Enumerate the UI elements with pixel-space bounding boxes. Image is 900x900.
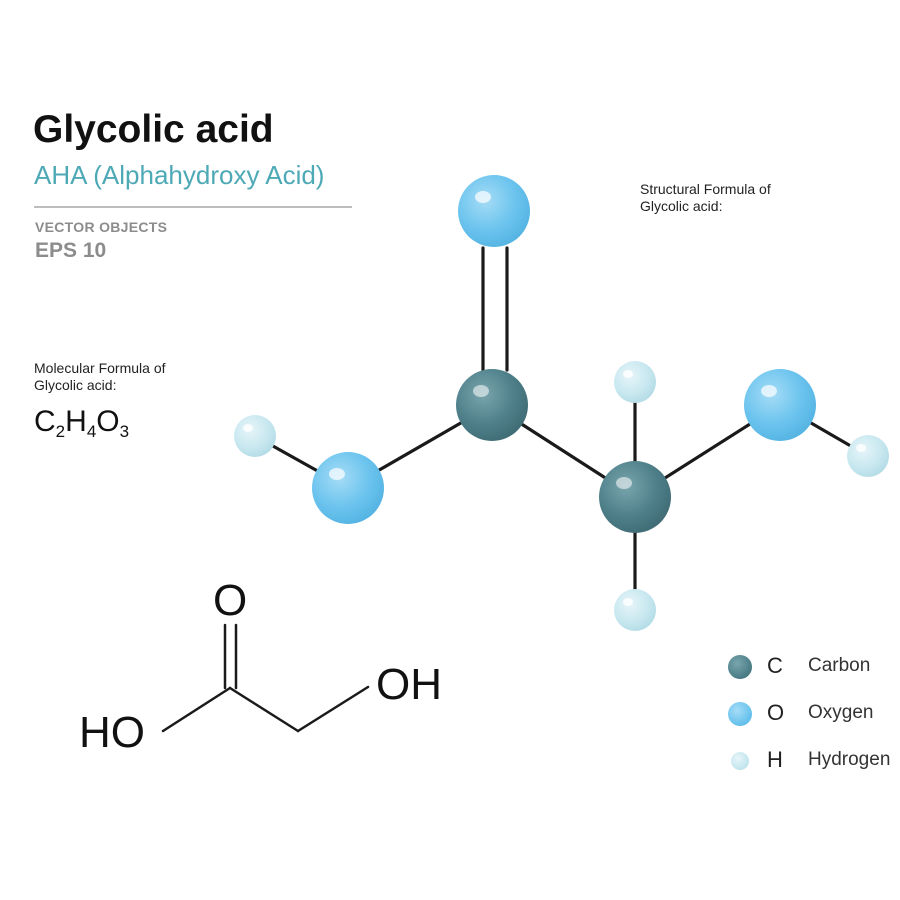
structural-caption-line2: Glycolic acid: (640, 198, 723, 214)
molecular-caption-line2: Glycolic acid: (34, 377, 117, 393)
structural-caption-line1: Structural Formula of (640, 181, 771, 197)
skeletal-oxygen-label: O (213, 576, 248, 625)
atom-hydrogen-bottom (614, 589, 656, 631)
structural-formula-caption: Structural Formula of Glycolic acid: (640, 181, 771, 215)
legend-name-oxygen: Oxygen (808, 702, 874, 723)
molecular-formula: C2H4O3 (34, 405, 129, 442)
formula-element-o: O (96, 405, 120, 438)
oxygen-legend-dot (728, 702, 752, 726)
skeletal-ho-label: HO (79, 708, 145, 757)
hydrogen-legend-dot (731, 752, 749, 770)
atom-carbon-2 (599, 461, 671, 533)
legend-item-oxygen: O Oxygen (727, 699, 897, 729)
atom-hydrogen-top (614, 361, 656, 403)
formula-element-c: C (34, 405, 56, 438)
header-divider (34, 206, 352, 208)
diagram-title: Glycolic acid (33, 108, 274, 151)
diagram-subtitle: AHA (Alphahydroxy Acid) (34, 160, 325, 190)
skeletal-bond-c-ho (161, 686, 232, 733)
atom-oxygen-right (744, 369, 816, 441)
carbon-legend-dot (728, 655, 752, 679)
legend-item-carbon: C Carbon (727, 652, 897, 682)
legend-symbol-carbon: C (767, 653, 783, 678)
atom-oxygen-top (458, 175, 530, 247)
atom-hydrogen-right (847, 435, 889, 477)
formula-count-c: 2 (55, 422, 66, 441)
atom-hydrogen-left (234, 415, 276, 457)
formula-count-o: 3 (119, 422, 130, 441)
legend-name-carbon: Carbon (808, 655, 871, 676)
atom-oxygen-left (312, 452, 384, 524)
atom-carbon-1 (456, 369, 528, 441)
legend-item-hydrogen: H Hydrogen (727, 746, 897, 776)
formula-count-h: 4 (86, 422, 97, 441)
formula-element-h: H (65, 405, 87, 438)
molecular-caption-line1: Molecular Formula of (34, 360, 166, 376)
legend-symbol-hydrogen: H (767, 747, 783, 772)
skeletal-oh-label: OH (376, 660, 442, 709)
skeletal-bond-ch2-oh (296, 685, 370, 733)
legend-symbol-oxygen: O (767, 700, 785, 725)
eps-label: EPS 10 (35, 239, 107, 262)
skeletal-bond-c-ch2 (228, 686, 300, 733)
skeletal-bonds (161, 623, 370, 733)
legend-name-hydrogen: Hydrogen (808, 749, 891, 770)
molecular-formula-caption: Molecular Formula of Glycolic acid: (34, 360, 166, 394)
vector-objects-label: VECTOR OBJECTS (35, 219, 168, 235)
